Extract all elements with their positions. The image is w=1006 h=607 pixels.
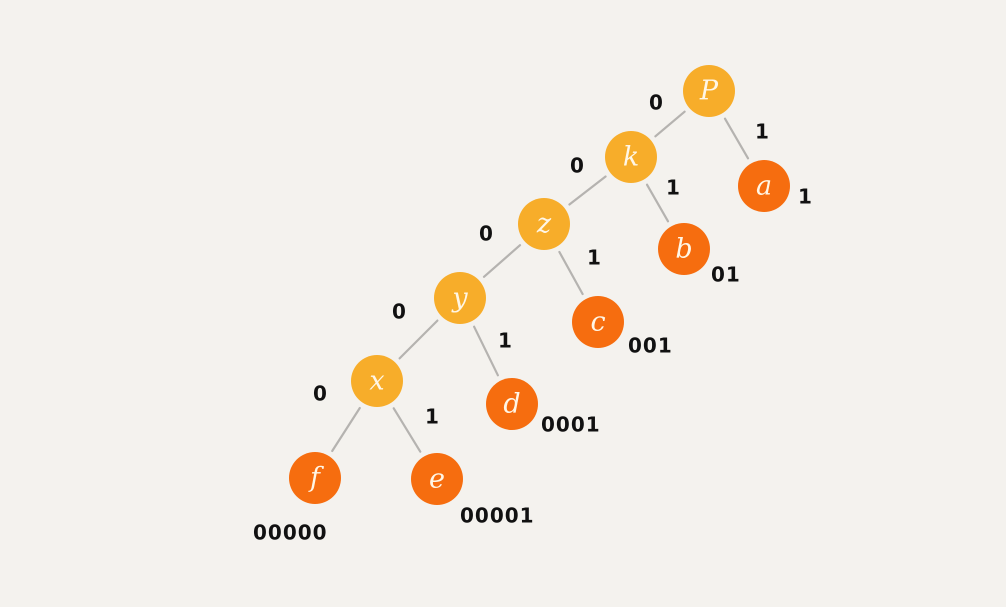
node-y: y xyxy=(434,272,486,324)
edge-k-z xyxy=(568,175,607,206)
edge-y-x xyxy=(398,319,439,360)
nodes-layer: Pk a z b y c x d f e xyxy=(289,65,790,505)
code-label-a: 1 xyxy=(798,185,813,209)
code-label-c: 001 xyxy=(628,334,673,358)
edge-y-d xyxy=(473,325,499,377)
node-x: x xyxy=(351,355,403,407)
node-b: b xyxy=(658,223,710,275)
edge-x-e xyxy=(392,407,422,453)
node-circle-y xyxy=(434,272,486,324)
edge-label-x-e: 1 xyxy=(425,405,439,429)
edge-label-z-y: 0 xyxy=(479,222,493,246)
node-c: c xyxy=(572,296,624,348)
node-f: f xyxy=(289,452,341,504)
node-letter-k: k xyxy=(623,142,639,173)
node-circle-z xyxy=(518,198,570,250)
node-letter-b: b xyxy=(675,234,692,265)
edge-z-c xyxy=(558,250,584,296)
node-e: e xyxy=(411,453,463,505)
edges-layer xyxy=(331,110,750,453)
node-z: z xyxy=(518,198,570,250)
node-letter-c: c xyxy=(590,307,605,338)
edge-label-p-a: 1 xyxy=(755,120,769,144)
node-circle-a xyxy=(738,160,790,212)
code-label-d: 0001 xyxy=(541,413,601,437)
code-label-f: 00000 xyxy=(253,521,328,545)
node-letter-e: e xyxy=(429,464,445,495)
node-letter-y: y xyxy=(451,283,468,314)
node-letter-p: P xyxy=(699,76,719,107)
node-k: k xyxy=(605,131,657,183)
edge-label-p-k: 0 xyxy=(649,91,663,115)
edge-label-y-x: 0 xyxy=(392,300,406,324)
edge-k-b xyxy=(645,183,670,223)
node-circle-e xyxy=(411,453,463,505)
node-p: P xyxy=(683,65,735,117)
node-circle-x xyxy=(351,355,403,407)
edge-z-y xyxy=(482,244,522,278)
edge-x-f xyxy=(331,406,361,453)
node-letter-d: d xyxy=(503,389,520,420)
edge-p-a xyxy=(723,117,750,160)
node-circle-k xyxy=(605,131,657,183)
node-circle-p xyxy=(683,65,735,117)
edge-p-k xyxy=(654,110,686,138)
node-d: d xyxy=(486,378,538,430)
edge-label-z-c: 1 xyxy=(587,246,601,270)
edge-label-k-b: 1 xyxy=(666,176,680,200)
node-letter-a: a xyxy=(756,171,772,202)
code-label-b: 01 xyxy=(711,263,741,287)
node-letter-x: x xyxy=(369,366,384,397)
code-label-e: 00001 xyxy=(460,504,535,528)
node-letter-z: z xyxy=(536,209,552,240)
edge-label-y-d: 1 xyxy=(498,329,512,353)
node-a: a xyxy=(738,160,790,212)
node-circle-b xyxy=(658,223,710,275)
node-circle-f xyxy=(289,452,341,504)
node-circle-c xyxy=(572,296,624,348)
edge-label-k-z: 0 xyxy=(570,154,584,178)
edge-label-x-f: 0 xyxy=(313,382,327,406)
node-circle-d xyxy=(486,378,538,430)
